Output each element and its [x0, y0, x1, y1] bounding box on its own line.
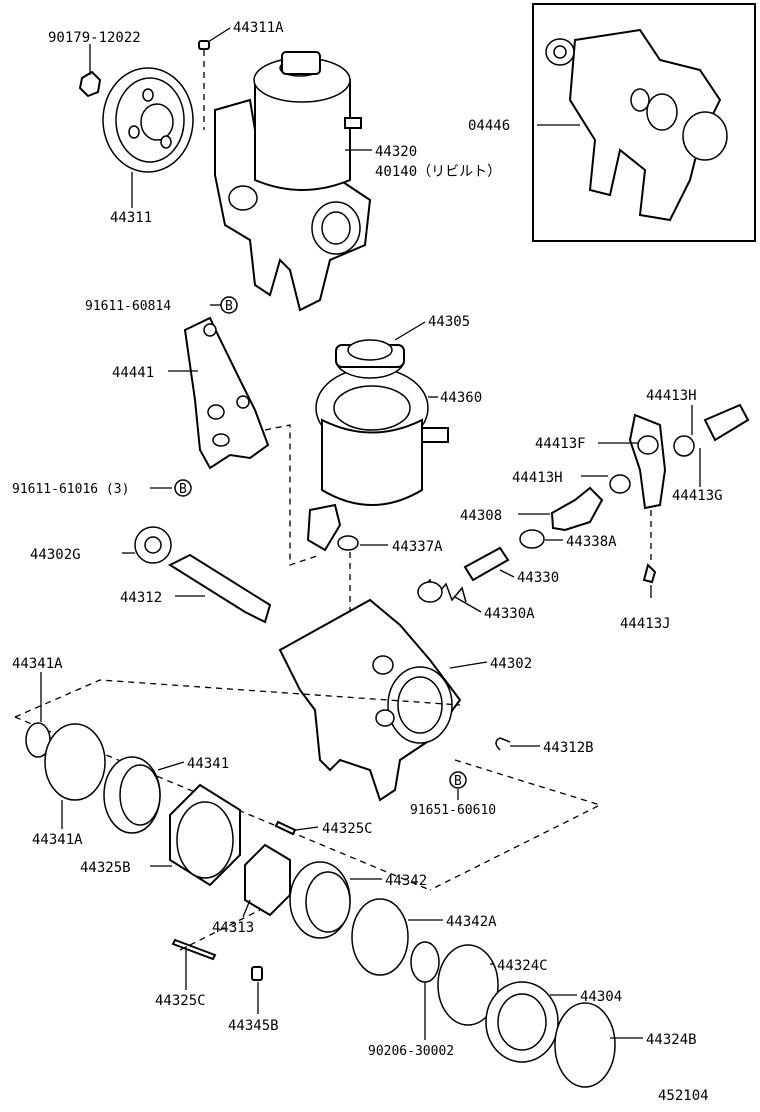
label-40140: 40140（リビルト） [375, 164, 501, 180]
label-44324C: 44324C [497, 958, 548, 974]
snap-ring-44324B [554, 1002, 616, 1088]
cap-44305 [335, 339, 405, 379]
label-44345B: 44345B [228, 1018, 279, 1034]
label-91651-60610: 91651-60610 [410, 803, 496, 818]
bracket-44441 [183, 316, 270, 470]
label-44413J: 44413J [620, 616, 671, 632]
label-44413G: 44413G [672, 488, 723, 504]
label-44341A-top: 44341A [12, 656, 63, 672]
label-90179-12022: 90179-12022 [48, 30, 141, 46]
label-44342: 44342 [385, 873, 427, 889]
label-44320: 44320 [375, 144, 417, 160]
label-44341A-bot: 44341A [32, 832, 83, 848]
label-44337A: 44337A [392, 539, 443, 555]
label-44330: 44330 [517, 570, 559, 586]
pulley-44311 [102, 67, 194, 173]
label-b-2: B [179, 482, 187, 497]
label-44360: 44360 [440, 390, 482, 406]
label-44324B: 44324B [646, 1032, 697, 1048]
label-44325C-top: 44325C [322, 821, 373, 837]
clip-90206 [410, 941, 440, 983]
key-44311A [198, 40, 210, 50]
label-91611-60814: 91611-60814 [85, 299, 171, 314]
label-44413H-mid: 44413H [512, 470, 563, 486]
label-44441: 44441 [112, 365, 154, 381]
label-44312: 44312 [120, 590, 162, 606]
label-44338A: 44338A [566, 534, 617, 550]
ring-44324C [437, 944, 499, 1026]
pin-44325C-top [274, 820, 297, 836]
plate-44341 [103, 756, 161, 834]
marker-b-3 [449, 771, 467, 789]
label-b-3: B [454, 774, 462, 789]
label-44302G: 44302G [30, 547, 81, 563]
label-44325C-bot: 44325C [155, 993, 206, 1009]
spring-44330A [417, 578, 467, 603]
pin-44325C-bot [171, 938, 217, 961]
label-44304: 44304 [580, 989, 622, 1005]
label-44413F: 44413F [535, 436, 586, 452]
leader-lines [40, 27, 701, 1040]
label-44342A: 44342A [446, 914, 497, 930]
plate-44342 [289, 861, 351, 939]
fitting-44413 [609, 403, 750, 584]
label-b-1: B [225, 299, 233, 314]
cam-ring-44325B [169, 783, 241, 887]
snap-44312B [495, 737, 511, 751]
reservoir-44360 [306, 367, 449, 552]
label-44313: 44313 [212, 920, 254, 936]
label-44302: 44302 [490, 656, 532, 672]
marker-b-2 [174, 479, 192, 497]
ring-44337A [337, 535, 359, 551]
housing-44302 [278, 598, 462, 802]
label-90206-30002: 90206-30002 [368, 1044, 454, 1059]
ring-44342A [351, 898, 409, 976]
label-44330A: 44330A [484, 606, 535, 622]
label-44312B: 44312B [543, 740, 594, 756]
label-452104: 452104 [658, 1088, 709, 1104]
marker-b-1 [220, 296, 238, 314]
ring-44341A-large [44, 723, 106, 801]
vane-44345B [251, 966, 263, 981]
bearing-44302G [134, 526, 172, 564]
cover-44304 [485, 981, 559, 1063]
label-44308: 44308 [460, 508, 502, 524]
shaft-44312 [167, 553, 272, 624]
valve-44330 [463, 546, 510, 582]
valve-44308 [519, 486, 604, 549]
label-44311: 44311 [110, 210, 152, 226]
label-91611-61016: 91611-61016 (3) [12, 482, 129, 497]
inset-pump-silhouette [545, 28, 728, 222]
label-44305: 44305 [428, 314, 470, 330]
label-44341: 44341 [187, 756, 229, 772]
label-44311A: 44311A [233, 20, 284, 36]
label-44325B: 44325B [80, 860, 131, 876]
pump-assembly-top [214, 51, 372, 312]
label-44413H-top: 44413H [646, 388, 697, 404]
inset-frame [532, 3, 756, 242]
nut-90179 [78, 70, 102, 98]
rotor-44313 [244, 843, 291, 917]
label-04446: 04446 [468, 118, 510, 134]
